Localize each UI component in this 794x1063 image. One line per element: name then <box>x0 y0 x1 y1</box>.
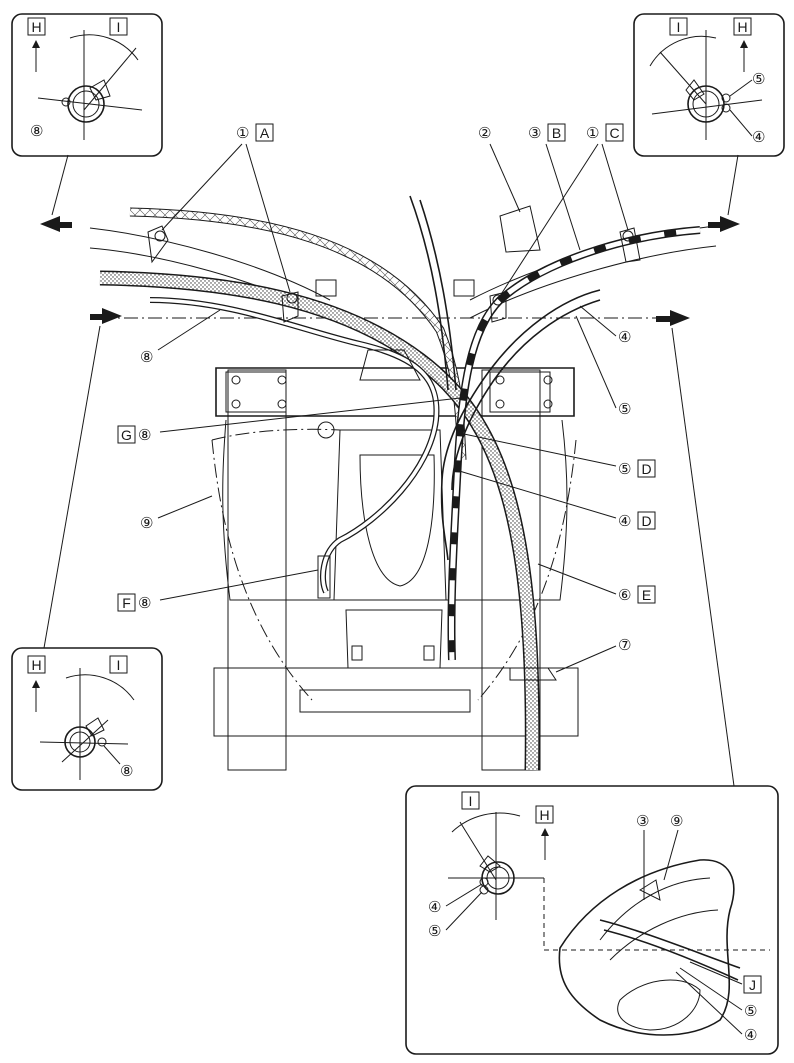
right-handlebar-clamp <box>489 371 551 413</box>
holder-G <box>359 349 421 381</box>
letter-D: D <box>641 513 651 529</box>
letter-B: B <box>552 125 561 141</box>
inset-br-callout-3: ③ <box>636 812 649 830</box>
inset-br-callout-4b: ④ <box>744 1026 757 1044</box>
callout-5-D: ⑤ <box>618 460 631 478</box>
inset-top-left: H I ⑧ <box>11 13 163 157</box>
inset-bottom-right: I H ④ ⑤ ③ ⑨ J ⑤ ④ <box>405 785 779 1055</box>
callout-F-8: ⑧ <box>138 594 151 612</box>
lower-bracket <box>213 667 579 737</box>
callout-6-E: ⑥ <box>618 586 631 604</box>
callout-4-D: ④ <box>618 512 631 530</box>
callout-1-A: ① <box>236 124 249 142</box>
letter-E: E <box>642 587 651 603</box>
main-callouts: ① A ② ③ B ① C ④ ⑤ ⑧ G ⑧ ⑨ <box>117 123 656 673</box>
inset-top-right: I H ⑤ ④ <box>633 13 785 157</box>
callout-5: ⑤ <box>618 400 631 418</box>
view-arrow-mid-left <box>90 308 122 324</box>
callout-3-B: ③ <box>528 124 541 142</box>
letter-I: I <box>117 657 121 673</box>
inset-br-callout-5b: ⑤ <box>744 1002 757 1020</box>
callout-2: ② <box>478 124 491 142</box>
bolt-right <box>453 279 475 297</box>
letter-H: H <box>539 807 549 823</box>
bolt-left <box>315 279 337 297</box>
letter-F: F <box>122 595 131 611</box>
inset-br-callout-5: ⑤ <box>428 922 441 940</box>
upper-triple-clamp <box>215 367 575 417</box>
inset-br-callout-4: ④ <box>428 898 441 916</box>
right-fork-leg <box>481 369 541 771</box>
motorcycle-front-frame <box>89 205 717 771</box>
inset-tl-callout-8: ⑧ <box>30 122 43 140</box>
callout-4: ④ <box>618 328 631 346</box>
letter-A: A <box>260 125 270 141</box>
letter-I: I <box>469 793 473 809</box>
inset-tr-callout-4: ④ <box>752 128 765 146</box>
inset-tr-callout-5: ⑤ <box>752 70 765 88</box>
view-arrows <box>40 154 740 787</box>
clamp-7 <box>509 667 557 681</box>
view-arrow-top-left <box>40 216 72 232</box>
letter-H: H <box>31 657 41 673</box>
number-plate-cover <box>558 859 735 1036</box>
left-handlebar-clamp <box>225 371 287 413</box>
clamp-C <box>619 227 641 263</box>
callout-8-left: ⑧ <box>140 348 153 366</box>
master-cylinder <box>499 205 541 253</box>
letter-H: H <box>31 19 41 35</box>
callout-9: ⑨ <box>140 514 153 532</box>
view-arrow-mid-right <box>656 310 690 326</box>
view-arrow-top-right <box>708 216 740 232</box>
callout-1-C: ① <box>586 124 599 142</box>
letter-G: G <box>121 427 132 443</box>
letter-H: H <box>737 19 747 35</box>
letter-I: I <box>117 19 121 35</box>
letter-J: J <box>749 977 756 993</box>
left-fork-leg <box>227 369 287 771</box>
inset-bottom-left: H I ⑧ <box>11 647 163 791</box>
inset-br-callout-9: ⑨ <box>670 812 683 830</box>
clamp-A-left <box>147 225 169 264</box>
letter-I: I <box>677 19 681 35</box>
hose-6-outline <box>99 270 540 771</box>
inset-bl-callout-8: ⑧ <box>120 762 133 780</box>
band-F <box>317 555 331 599</box>
letter-D: D <box>641 461 651 477</box>
clamps <box>147 225 641 681</box>
cables <box>99 195 701 771</box>
letter-C: C <box>609 125 619 141</box>
callout-7: ⑦ <box>618 636 631 654</box>
callout-G-8: ⑧ <box>138 426 151 444</box>
